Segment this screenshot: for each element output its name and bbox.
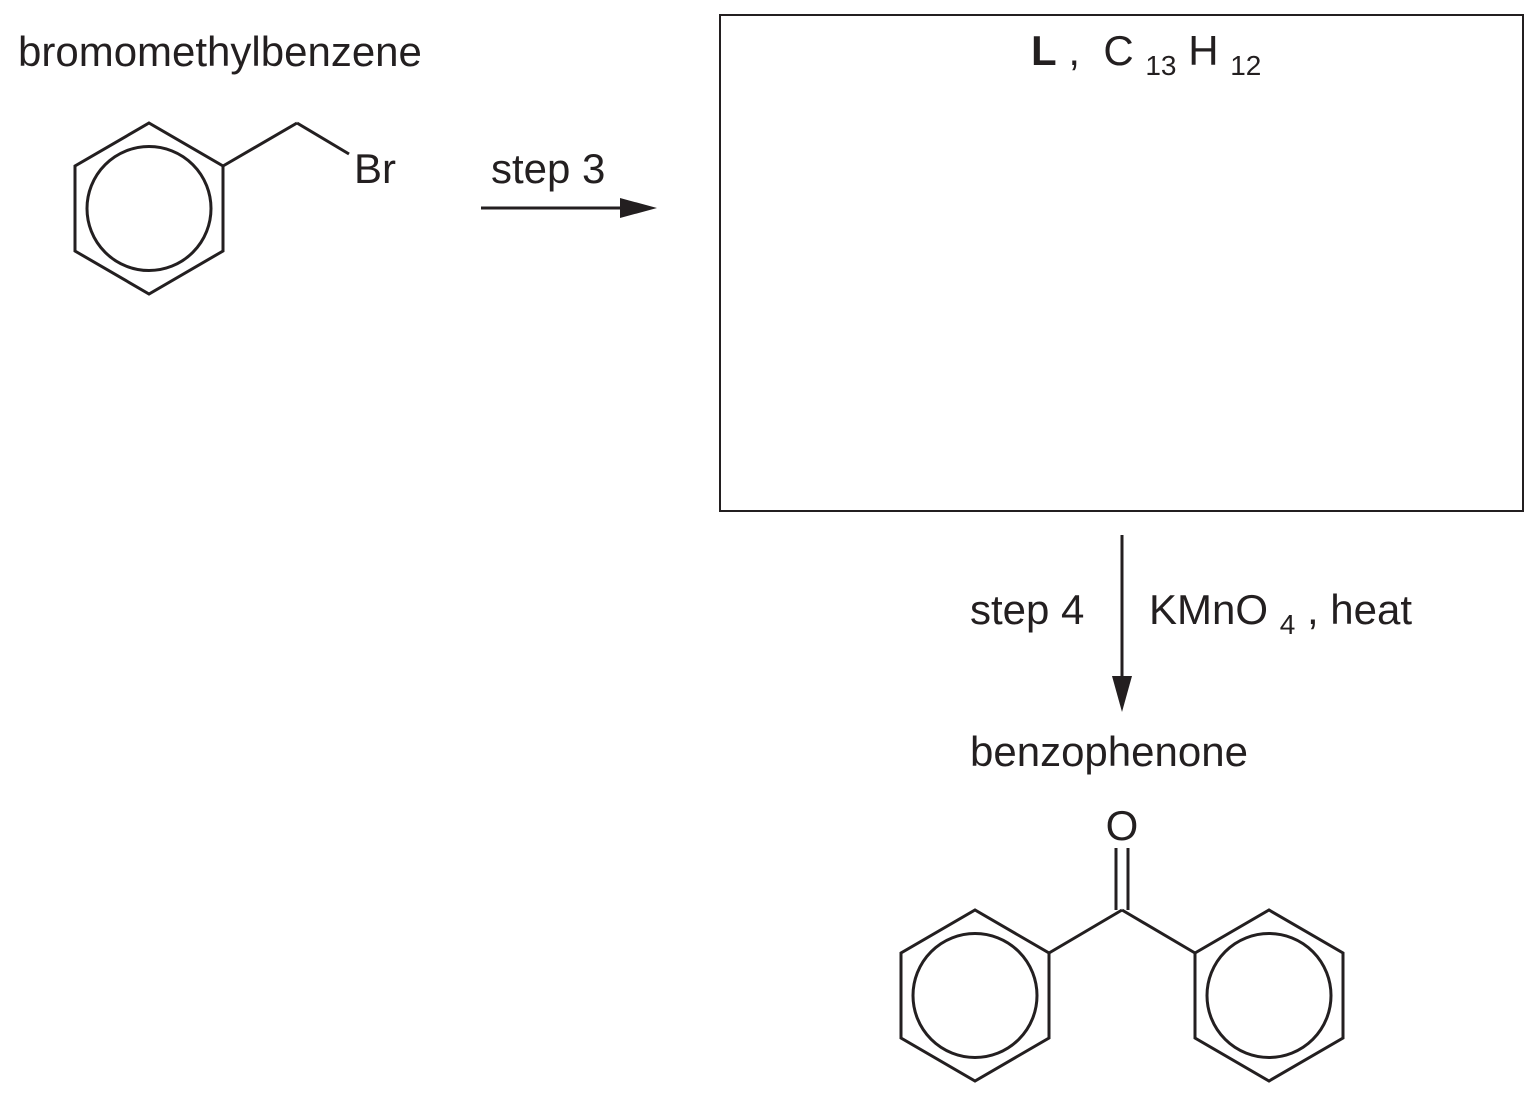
carbonyl-to-right-ring-bond: [1121, 908, 1196, 955]
step4-reagent: KMnO 4 , heat: [1149, 586, 1412, 643]
aromatic-circle: [85, 145, 213, 272]
compound-letter: L: [1031, 27, 1057, 74]
formula-hydrogen-symbol: H: [1188, 27, 1218, 74]
answer-box: [719, 14, 1524, 512]
left-benzene-ring: [899, 908, 1051, 1083]
reagent-subscript: 4: [1280, 609, 1296, 640]
step3-arrow: [481, 198, 657, 218]
formula-carbon-symbol: C: [1103, 27, 1133, 74]
ch2-to-br-bond: [296, 121, 350, 156]
carbonyl-to-left-ring-bond: [1048, 908, 1123, 955]
compound-separator: ,: [1068, 27, 1091, 74]
bromine-atom-label: Br: [354, 145, 396, 192]
oxygen-atom-label: O: [1106, 802, 1139, 849]
bromomethylbenzene-structure: Br: [73, 121, 396, 296]
step3-arrow-head: [620, 198, 657, 218]
formula-hydrogen-count: 12: [1230, 50, 1261, 81]
step3-label: step 3: [491, 145, 605, 192]
reagent-formula: KMnO: [1149, 586, 1268, 633]
left-aromatic-circle: [911, 932, 1039, 1059]
ring-to-ch2-bond: [222, 121, 298, 168]
formula-carbon-count: 13: [1145, 50, 1176, 81]
reagent-conditions: , heat: [1307, 586, 1412, 633]
right-aromatic-circle: [1205, 932, 1333, 1059]
benzophenone-structure: O: [899, 802, 1345, 1083]
product-name: benzophenone: [970, 728, 1248, 775]
starting-material-name: bromomethylbenzene: [18, 28, 422, 75]
compound-l-header: L , C 13 H 12: [1031, 27, 1261, 84]
step4-arrow: [1112, 535, 1132, 712]
right-benzene-ring: [1193, 908, 1345, 1083]
step4-arrow-head: [1112, 676, 1132, 712]
benzene-ring: [73, 121, 225, 296]
step4-label: step 4: [970, 586, 1084, 633]
